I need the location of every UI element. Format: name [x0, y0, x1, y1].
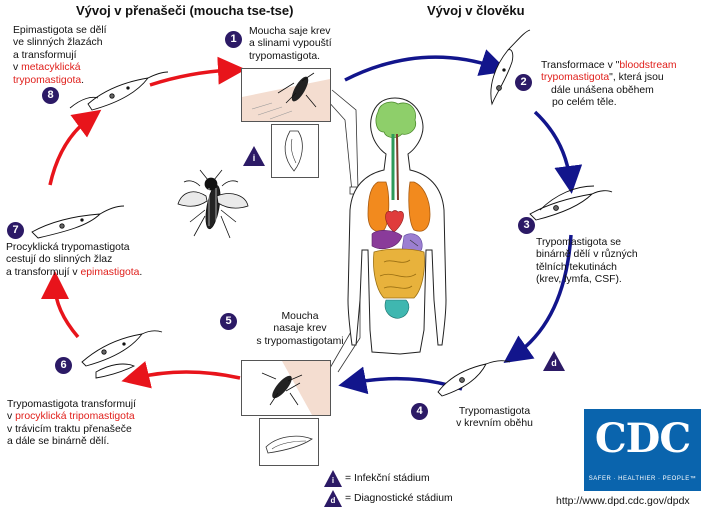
step-2-line-4: po celém těle.	[552, 97, 617, 109]
step-8-line-1: Epimastigota se dělí	[13, 25, 107, 36]
step-4-line-1: Trypomastigota	[458, 406, 531, 417]
arrow-1-to-2	[344, 49, 509, 82]
source-url[interactable]: http://www.dpd.cdc.gov/dpdx	[556, 495, 690, 507]
step-5-line-3: s trypomastigotami	[256, 335, 344, 347]
fly-feeding-drawing	[261, 361, 330, 415]
step-8-line-4: v metacyklická	[13, 62, 81, 74]
infective-triangle-icon	[243, 146, 265, 166]
step-8-line-3: a transformují	[13, 49, 77, 61]
parasite-bloodstream	[490, 29, 531, 106]
step-6-line-2: v procyklická tripomastigota	[7, 411, 135, 423]
arrow-3-to-4	[503, 234, 573, 364]
parasite-epimastigote	[69, 71, 169, 111]
procyclic-term: procyklická tripomastigota	[15, 411, 135, 423]
cdc-logo-letters: CDC	[594, 415, 691, 462]
arrow-7-to-8	[48, 109, 102, 186]
legend-diagnostic-marker: d	[324, 490, 342, 507]
step-3-line-1: Trypomastigota se	[536, 237, 622, 248]
trypomastigota-term: trypomastigota	[541, 72, 610, 84]
tsetse-fly	[177, 169, 249, 239]
step-2-text: Transformace v "bloodstream trypomastigo…	[541, 60, 677, 110]
midgut-thumbnail	[259, 418, 319, 466]
parasite-procyclic	[81, 330, 163, 379]
step-2-line-1: Transformace v "bloodstream	[541, 60, 677, 71]
parasite-blood	[437, 360, 511, 397]
step-3-badge: 3	[518, 217, 535, 234]
legend-infective-label: = Infekční stádium	[345, 473, 430, 484]
step-4-text: Trypomastigota v krevním oběhu	[447, 406, 542, 431]
step-7-badge: 7	[7, 222, 24, 239]
step-5-line-1: Moucha	[281, 311, 319, 322]
legend-diagnostic-label: = Diagnostické stádium	[345, 493, 453, 504]
step-4-badge: 4	[411, 403, 428, 420]
step-1-line-3: trypomastigota.	[249, 50, 321, 62]
trypomastigota-red-term: trypomastigota	[13, 74, 82, 86]
diagnostic-stage-marker: d	[543, 351, 565, 371]
legend-infective-marker: i	[324, 470, 342, 487]
step-6-badge: 6	[55, 357, 72, 374]
legend-infective-triangle-icon	[324, 470, 342, 487]
step-7-line-1: Procyklická trypomastigota	[6, 242, 130, 253]
step-6-line-3: v trávicím traktu přenašeče	[7, 423, 132, 435]
step-7-line-2: cestují do slinných žlaz	[6, 254, 113, 266]
step-1-text: Moucha saje krev a slinami vypouští tryp…	[249, 26, 332, 63]
salivary-gland-thumbnail	[271, 124, 319, 178]
step-4-line-2: v krevním oběhu	[456, 418, 533, 430]
step-1-line-1: Moucha saje krev	[249, 26, 331, 37]
diagnostic-triangle-icon	[543, 351, 565, 371]
red-cycle-arrows	[41, 56, 246, 389]
fly-feeding-thumbnail	[241, 360, 331, 416]
cdc-logo: CDC SAFER · HEALTHIER · PEOPLE™	[584, 409, 701, 491]
vector-development-heading: Vývoj v přenašeči (moucha tse-tse)	[76, 3, 294, 18]
cdc-logo-tagline: SAFER · HEALTHIER · PEOPLE™	[588, 476, 697, 482]
human-figure	[347, 97, 447, 355]
infective-marker-letter: i	[252, 153, 256, 163]
arrow-2-to-3	[533, 110, 583, 194]
step-1-line-2: a slinami vypouští	[249, 38, 332, 50]
step-5-line-2: nasaje krev	[273, 323, 327, 335]
step-8-text: Epimastigota se dělí ve slinných žlazách…	[13, 25, 107, 87]
step-2-badge: 2	[515, 74, 532, 91]
legend-diagnostic-letter: d	[330, 496, 336, 505]
step-2-line-3: dále unášena oběhem	[551, 84, 654, 96]
step-6-line-1: Trypomastigota transformují	[7, 399, 136, 410]
parasite-migrating	[31, 205, 125, 239]
step-5-text: Moucha nasaje krev s trypomastigotami	[250, 311, 350, 348]
metacyclic-term: metacyklická	[21, 62, 81, 74]
human-development-heading: Vývoj v člověku	[427, 3, 525, 18]
step-3-line-3: tělních tekutinách	[536, 261, 617, 273]
step-7-line-3: a transformují v epimastigota.	[6, 266, 143, 278]
fly-biting-drawing	[242, 69, 330, 121]
step-3-text: Trypomastigota se binárně dělí v různých…	[536, 237, 638, 287]
step-2-line-2: trypomastigota", která jsou	[541, 72, 664, 84]
step-6-line-4: a dále se binárně dělí.	[7, 436, 110, 448]
step-6-text: Trypomastigota transformují v procyklick…	[7, 399, 136, 449]
diagnostic-marker-letter: d	[551, 358, 557, 368]
bloodstream-term: bloodstream	[619, 60, 677, 71]
step-3-line-2: binárně dělí v různých	[536, 249, 638, 261]
legend-diagnostic-triangle-icon	[324, 490, 342, 507]
step-1-badge: 1	[225, 31, 242, 48]
step-3-line-4: (krev, lymfa, CSF).	[536, 274, 622, 286]
legend-infective-letter: i	[331, 476, 335, 485]
arrow-8-to-1	[149, 56, 246, 87]
step-8-line-5: trypomastigota.	[13, 74, 85, 86]
step-5-badge: 5	[220, 313, 237, 330]
infective-stage-marker: i	[243, 146, 265, 166]
step-7-text: Procyklická trypomastigota cestují do sl…	[6, 242, 142, 279]
parasite-dividing	[529, 185, 613, 221]
midgut-drawing	[265, 435, 313, 454]
arrow-6-to-7	[41, 271, 80, 339]
step-8-line-2: ve slinných žlazách	[13, 37, 103, 49]
epimastigota-term: epimastigota	[80, 266, 140, 278]
step-8-badge: 8	[42, 87, 59, 104]
arrow-5-to-6	[121, 361, 241, 389]
salivary-gland-drawing	[284, 130, 303, 172]
fly-biting-thumbnail	[241, 68, 331, 122]
